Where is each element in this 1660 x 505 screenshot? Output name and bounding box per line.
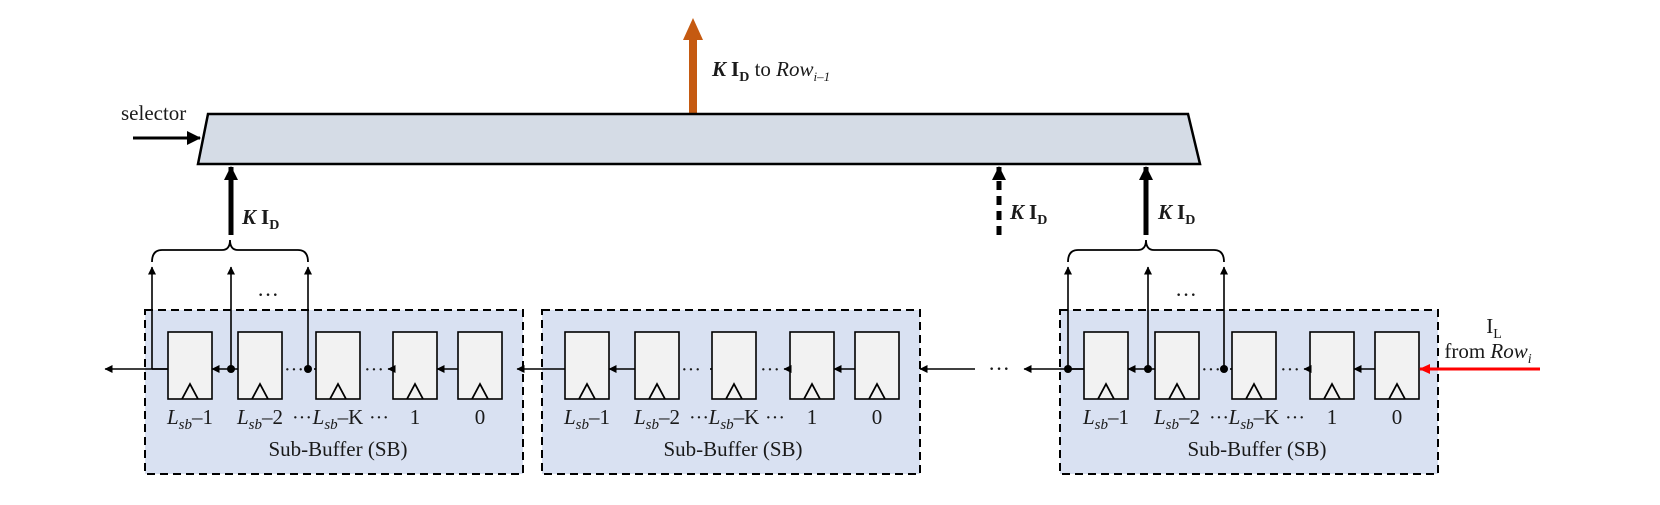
register-ellipsis: ··· — [1209, 407, 1229, 429]
register — [167, 331, 213, 400]
output-arrow — [683, 18, 703, 121]
register-ellipsis: ··· — [364, 359, 384, 381]
tap-ellipsis: ··· — [257, 282, 279, 307]
register-index-label: Lsb–K — [312, 405, 364, 433]
register — [315, 331, 361, 400]
tap-brace — [1067, 239, 1225, 263]
register-group: Lsb–1 Lsb–2 Lsb–K 1 0 Lsb–1 Lsb–2 Lsb–K 1 0 Lsb–1 L… — [166, 331, 1420, 433]
sub-buffer-label: Sub-Buffer (SB) — [268, 437, 407, 461]
register-index-label: Lsb–1 — [1082, 405, 1129, 433]
register-ellipsis: ··· — [765, 407, 785, 429]
register-ellipsis: ··· — [689, 407, 709, 429]
register-index-label: Lsb–2 — [1153, 405, 1200, 433]
sub-buffer-label: Sub-Buffer (SB) — [1187, 437, 1326, 461]
sub-buffer-label: Sub-Buffer (SB) — [663, 437, 802, 461]
register-index-label: Lsb–2 — [633, 405, 680, 433]
register-ellipsis: ··· — [1201, 359, 1221, 381]
selector-label: selector — [121, 101, 186, 125]
register — [564, 331, 610, 400]
wiring: ··· ··· ··· ··· ··· ··· ··· ··· ··· ··· ··· ··· — [104, 166, 1375, 429]
register-ellipsis: ··· — [1280, 359, 1300, 381]
junction-dot — [1064, 365, 1072, 373]
register-ellipsis: ··· — [369, 407, 389, 429]
register — [1083, 331, 1129, 400]
register — [392, 331, 438, 400]
register — [1309, 331, 1355, 400]
register-index-label: Lsb–K — [708, 405, 760, 433]
register — [457, 331, 503, 400]
input-il-label: IL — [1486, 314, 1502, 342]
register — [1374, 331, 1420, 400]
register — [1231, 331, 1277, 400]
register-index-label: Lsb–1 — [166, 405, 213, 433]
register-ellipsis: ··· — [1285, 407, 1305, 429]
register-index-label: Lsb–2 — [236, 405, 283, 433]
input-from-label: from Rowi — [1444, 339, 1531, 367]
register-index-label: 0 — [1392, 405, 1403, 429]
register — [237, 331, 283, 400]
register-ellipsis: ··· — [681, 359, 701, 381]
register-index-label: 0 — [872, 405, 883, 429]
register — [1154, 331, 1200, 400]
register-index-label: Lsb–K — [1228, 405, 1280, 433]
tap-ellipsis: ··· — [1175, 282, 1197, 307]
register-ellipsis: ··· — [760, 359, 780, 381]
register-index-label: 1 — [410, 405, 421, 429]
register-index-label: Lsb–1 — [563, 405, 610, 433]
register-index-label: 1 — [1327, 405, 1338, 429]
register-index-label: 0 — [475, 405, 486, 429]
register — [789, 331, 835, 400]
register — [634, 331, 680, 400]
multiplexer — [196, 112, 1202, 166]
register — [711, 331, 757, 400]
register-ellipsis: ··· — [292, 407, 312, 429]
register — [854, 331, 900, 400]
register-index-label: 1 — [807, 405, 818, 429]
chain-ellipsis: ··· — [988, 356, 1010, 381]
register-ellipsis: ··· — [284, 359, 304, 381]
tap-brace — [151, 239, 309, 263]
